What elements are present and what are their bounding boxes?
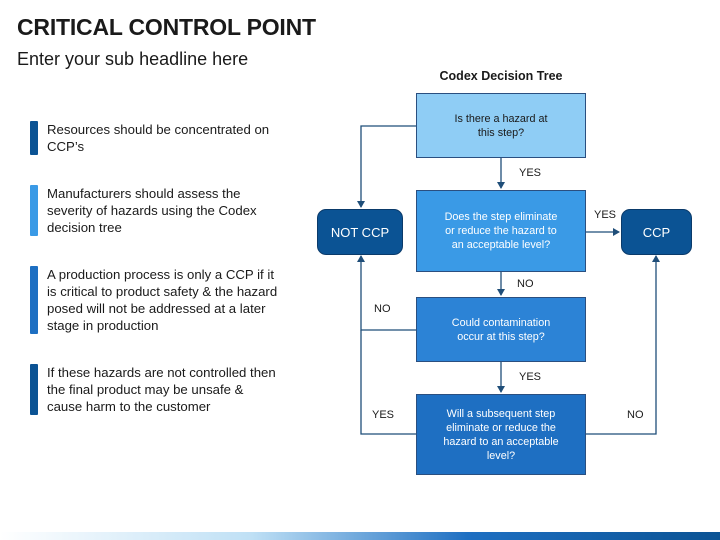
footer-gradient-bar <box>0 532 720 540</box>
not-ccp-node: NOT CCP <box>317 209 403 255</box>
bullet-item: Manufacturers should assess the severity… <box>30 185 280 236</box>
bullet-item: If these hazards are not controlled then… <box>30 364 280 415</box>
bullet-text: A production process is only a CCP if it… <box>47 267 278 333</box>
ccp-label: CCP <box>642 224 671 240</box>
decision-tree-title: Codex Decision Tree <box>439 69 563 83</box>
question-eliminate-box: Does the step eliminate or reduce the ha… <box>416 190 586 272</box>
bullet-text: Manufacturers should assess the severity… <box>47 186 257 235</box>
bullet-bar <box>30 121 38 155</box>
edge-label-yes: YES <box>372 409 395 421</box>
bullet-text: Resources should be concentrated on CCP’… <box>47 122 270 154</box>
edge-label-no: NO <box>374 303 391 315</box>
question-contamination-text: Could contamination occur at this step? <box>451 316 551 343</box>
edge-label-no: NO <box>517 278 534 290</box>
bullet-item: Resources should be concentrated on CCP’… <box>30 121 280 155</box>
not-ccp-label: NOT CCP <box>330 224 390 240</box>
edge-label-yes: YES <box>519 167 542 179</box>
page-subtitle: Enter your sub headline here <box>17 49 249 69</box>
question-hazard-box: Is there a hazard at this step? <box>416 93 586 158</box>
question-hazard-text: Is there a hazard at this step? <box>454 112 548 139</box>
page-title: CRITICAL CONTROL POINT <box>17 14 316 40</box>
edge-label-yes: YES <box>519 371 542 383</box>
bullet-bar <box>30 266 38 334</box>
bullet-bar <box>30 364 38 415</box>
question-subsequent-box: Will a subsequent step eliminate or redu… <box>416 394 586 475</box>
edge-label-no: NO <box>627 409 644 421</box>
ccp-node: CCP <box>621 209 692 255</box>
question-contamination-box: Could contamination occur at this step? <box>416 297 586 362</box>
bullet-item: A production process is only a CCP if it… <box>30 266 280 334</box>
edge-label-yes: YES <box>594 209 617 221</box>
question-eliminate-text: Does the step eliminate or reduce the ha… <box>444 211 558 251</box>
bullet-text: If these hazards are not controlled then… <box>47 365 276 414</box>
bullet-bar <box>30 185 38 236</box>
question-subsequent-text: Will a subsequent step eliminate or redu… <box>443 407 559 462</box>
